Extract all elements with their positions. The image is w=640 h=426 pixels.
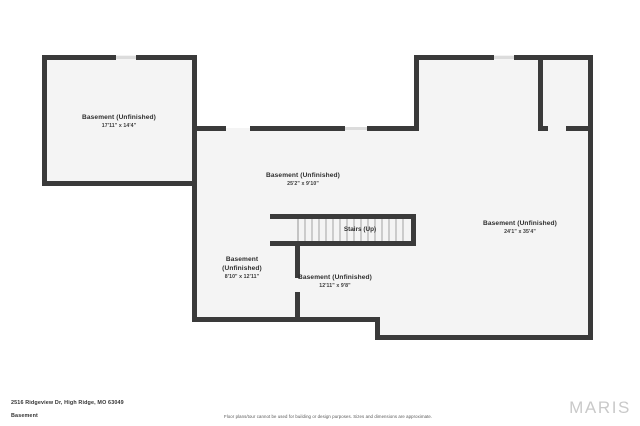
wall-center-left: [192, 126, 197, 322]
room-name: Basement (Unfinished): [483, 220, 557, 227]
wall-partition-lower: [295, 292, 300, 322]
property-address: 2516 Ridgeview Dr, High Ridge, MO 63049: [11, 400, 124, 406]
room-label-small-left: Basement (Unfinished) 8'10" x 12'11": [192, 256, 292, 281]
stairs-treads: [297, 219, 404, 241]
wall-upper-left-top-a: [42, 55, 114, 60]
wall-alcove-top: [538, 55, 593, 60]
wall-top-right-top-a: [414, 55, 492, 60]
room-name-line2: (Unfinished): [222, 264, 262, 272]
wall-alcove-divider: [538, 55, 543, 130]
window-middle: [343, 127, 369, 130]
wall-middle-a: [192, 126, 226, 131]
wall-partition-upper: [295, 246, 300, 278]
wall-middle-c: [369, 126, 419, 131]
wall-bottom-left: [192, 317, 380, 322]
room-name: Basement (Unfinished): [82, 114, 156, 121]
room-dimensions: 12'11" x 9'8": [319, 282, 351, 289]
wall-bottom-right: [375, 335, 593, 340]
wall-upper-left-left: [42, 55, 47, 186]
floor-fill-upper-left: [42, 55, 197, 186]
room-name: Basement (Unfinished): [266, 172, 340, 179]
floor-fill-lower-left: [197, 240, 300, 322]
wall-upper-left-right: [192, 55, 197, 186]
window-upper-left-top: [114, 56, 138, 59]
wall-outer-right: [588, 55, 593, 340]
wall-stairs-bottom: [270, 241, 416, 246]
room-label-upper-left: Basement (Unfinished) 17'11" x 14'4": [54, 114, 184, 130]
room-name: Basement: [225, 256, 259, 263]
wall-group: [42, 55, 593, 340]
window-jamb-d: [514, 55, 516, 60]
stairs-label: Stairs (Up): [343, 226, 377, 233]
window-jamb-c: [492, 55, 494, 60]
room-dimensions: 24'1" x 35'4": [504, 228, 536, 235]
wall-top-right-top-b: [516, 55, 540, 60]
floor-level-label: Basement: [11, 413, 38, 419]
room-label-bottom-mid: Basement (Unfinished) 12'11" x 9'8": [272, 274, 398, 290]
wall-upper-left-top-b: [138, 55, 197, 60]
window-top-right: [492, 56, 516, 59]
room-dimensions: 8'10" x 12'11": [224, 273, 260, 280]
floor-plan-drawing: [42, 55, 593, 340]
window-jamb-a: [114, 55, 116, 60]
footer: 2516 Ridgeview Dr, High Ridge, MO 63049 …: [0, 390, 640, 426]
window-jamb-b: [136, 55, 138, 60]
wall-bottom-step: [375, 317, 380, 340]
disclaimer-text: Floor plans/tour cannot be used for buil…: [224, 414, 433, 419]
window-jamb-f: [367, 126, 369, 131]
wall-alcove-bottom-stub: [538, 126, 548, 131]
wall-upper-left-bottom: [42, 181, 197, 186]
wall-stairs-top: [270, 214, 416, 219]
room-name: Basement (Unfinished): [298, 274, 372, 281]
floor-plan-canvas: Basement (Unfinished) 17'11" x 14'4" Bas…: [42, 55, 593, 340]
room-dimensions: 17'11" x 14'4": [101, 122, 137, 129]
room-label-center: Basement (Unfinished) 25'2" x 9'10": [238, 172, 368, 188]
floor-fill-alcove: [540, 55, 593, 130]
maris-logo: MARIS: [569, 398, 631, 417]
wall-stairs-right: [411, 214, 416, 246]
floor-fill-group: [42, 55, 593, 340]
wall-top-right-left: [414, 55, 419, 130]
wall-alcove-bottom-stub-b: [566, 126, 590, 131]
window-jamb-e: [343, 126, 345, 131]
room-dimensions: 25'2" x 9'10": [287, 180, 319, 187]
wall-middle-b: [250, 126, 343, 131]
room-label-right: Basement (Unfinished) 24'1" x 35'4": [452, 220, 588, 236]
